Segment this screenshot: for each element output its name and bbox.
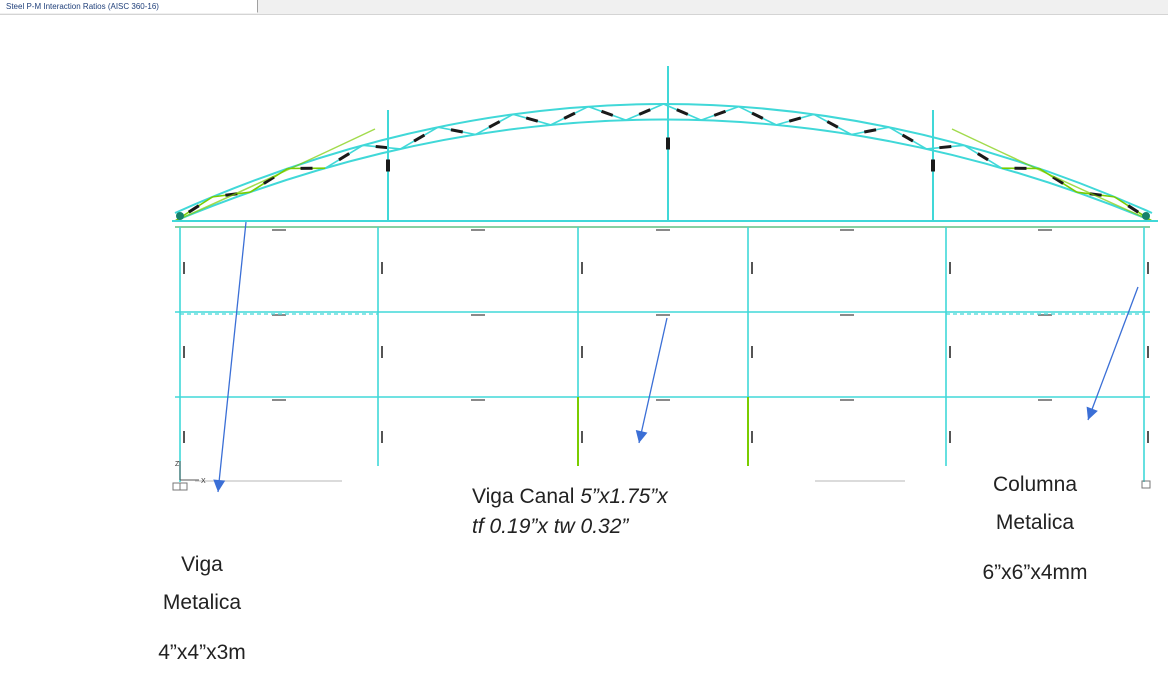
member-ratio-label <box>413 133 426 143</box>
annotation-arrows <box>213 221 1139 493</box>
member-ratio-label <box>263 175 275 185</box>
beam-ratio-label <box>471 399 485 401</box>
member-ratio-label <box>600 109 614 117</box>
beam-ratio-label <box>1038 314 1052 316</box>
label-viga-metalica-line2: Metalica <box>162 591 242 614</box>
label-columna-line1: Columna <box>992 473 1078 496</box>
member-ratio-label <box>901 133 914 143</box>
member-ratio-label <box>450 128 464 134</box>
beam-ratio-label <box>656 314 670 316</box>
arch-bottom-chord <box>174 118 1153 222</box>
column-ratio-label <box>949 262 951 274</box>
member-ratio-label <box>386 159 390 172</box>
label-viga-canal: Viga Canal 5”x1.75”x tf 0.19”x tw 0.32” <box>472 482 668 543</box>
arch-stressed-segment-left <box>174 128 376 222</box>
beam-ratio-label <box>272 229 286 231</box>
column-ratio-label <box>1147 346 1149 358</box>
column-ratio-label <box>751 431 753 443</box>
beam-ratio-label <box>1038 399 1052 401</box>
support-node <box>176 212 184 220</box>
member-ratio-label <box>1052 175 1064 185</box>
view-tab-bar: Steel P-M Interaction Ratios (AISC 360-1… <box>0 0 1168 15</box>
column-ratio-label <box>381 346 383 358</box>
member-ratio-label <box>939 145 952 150</box>
tab-steel-pm-interaction-ratios[interactable]: Steel P-M Interaction Ratios (AISC 360-1… <box>0 0 258 13</box>
member-ratio-label <box>187 204 200 214</box>
column-ratio-label <box>949 431 951 443</box>
beam-ratio-label <box>471 314 485 316</box>
beam-ratio-label <box>840 314 854 316</box>
axis-label-z: Z <box>175 461 180 468</box>
arch-stressed-segment-right <box>951 128 1153 222</box>
member-ratio-label <box>300 166 313 170</box>
member-ratio-label <box>1127 204 1140 214</box>
label-viga-canal-plain: Viga Canal <box>472 485 581 508</box>
label-viga-canal-thickness: tf 0.19”x tw 0.32” <box>472 515 629 539</box>
member-ratio-label <box>225 192 238 197</box>
member-ratio-label <box>563 111 576 120</box>
member-ratio-label <box>751 111 764 120</box>
beam-ratio-label <box>1038 229 1052 231</box>
label-viga-metalica: Viga Metalica 4”x4”x3m <box>118 546 286 672</box>
column-ratio-label <box>751 346 753 358</box>
beam-ratio-label <box>656 229 670 231</box>
column-ratio-label <box>183 431 185 443</box>
member-ratio-label <box>1089 192 1102 197</box>
label-viga-canal-dims: 5”x1.75”x <box>580 485 668 508</box>
arrow-columna-head <box>1086 406 1098 420</box>
column-ratio-label <box>381 262 383 274</box>
member-ratio-label <box>1014 166 1027 170</box>
axis-triad: Z X <box>175 461 206 485</box>
member-ratio-label <box>713 109 727 117</box>
column-ratio-label <box>183 262 185 274</box>
member-ratio-label <box>863 128 877 134</box>
beam-ratio-label <box>471 229 485 231</box>
column-ratio-label <box>183 346 185 358</box>
arrow-viga-metalica-line <box>217 221 247 493</box>
support-node <box>1142 212 1150 220</box>
arch-roof-truss <box>174 66 1153 222</box>
column-ratio-label <box>381 431 383 443</box>
label-columna-metalica: Columna Metalica 6”x6”x4mm <box>940 466 1130 592</box>
arrow-viga-canal-line <box>638 317 668 444</box>
arrow-viga-metalica-head <box>213 479 226 492</box>
column-ratio-label <box>581 262 583 274</box>
arrow-viga-canal-head <box>635 429 648 443</box>
member-ratio-label <box>666 137 670 150</box>
member-ratio-label <box>676 108 689 116</box>
column-ratio-label <box>1147 262 1149 274</box>
member-ratio-label <box>788 116 802 123</box>
beam-ratio-label <box>272 399 286 401</box>
beam-ratio-label <box>840 229 854 231</box>
member-ratio-label <box>338 152 351 162</box>
label-columna-dims: 6”x6”x4mm <box>982 561 1088 584</box>
arrow-columna-line <box>1087 286 1139 421</box>
member-ratio-label <box>375 145 388 150</box>
column-ratio-label <box>581 346 583 358</box>
member-ratio-label <box>488 120 501 129</box>
beam-ratio-label <box>840 399 854 401</box>
member-ratio-label <box>826 120 839 129</box>
column-ratio-label <box>949 346 951 358</box>
support-right <box>1141 480 1151 489</box>
column-ratio-label <box>1147 431 1149 443</box>
member-ratio-label <box>976 152 989 162</box>
beam-ratio-label <box>656 399 670 401</box>
axis-label-x: X <box>201 478 206 485</box>
portal-frame <box>172 220 1158 482</box>
beam-ratio-label <box>272 314 286 316</box>
structural-model-view: Z X <box>172 66 1158 493</box>
label-viga-metalica-dims: 4”x4”x3m <box>158 641 246 664</box>
member-ratio-label <box>931 159 935 172</box>
label-viga-metalica-line1: Viga <box>181 553 223 576</box>
column-ratio-label <box>751 262 753 274</box>
member-ratio-label <box>525 116 539 123</box>
member-ratio-label <box>638 108 651 116</box>
column-ratio-label <box>581 431 583 443</box>
label-columna-line2: Metalica <box>995 511 1075 534</box>
